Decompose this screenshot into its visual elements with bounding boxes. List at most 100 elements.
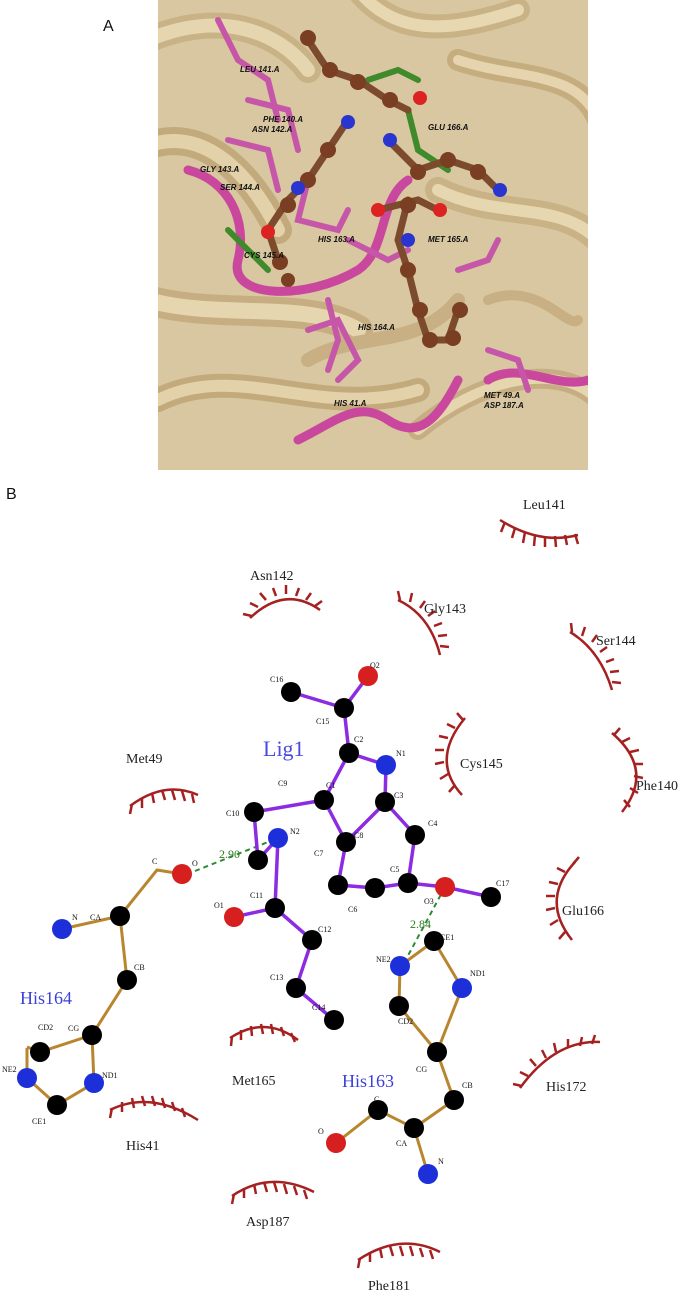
lbl-c14: C14 xyxy=(312,1003,325,1012)
label-cys145-2d: Cys145 xyxy=(460,757,503,772)
atom-his163-ce1 xyxy=(424,931,444,951)
atom-his163-cb xyxy=(444,1090,464,1110)
arc-asn142 xyxy=(242,585,323,619)
label-ser144: SER 144.A xyxy=(220,183,260,192)
label-cys145: CYS 145.A xyxy=(244,251,284,260)
atom-c14 xyxy=(324,1010,344,1030)
atom-c12 xyxy=(302,930,322,950)
label-his163: HIS 163.A xyxy=(318,235,355,244)
ligand-atoms xyxy=(261,30,507,348)
his163-atom-labels: NE2 CE1 ND1 CD2 CG CB C CA O N xyxy=(318,933,486,1166)
hbonds xyxy=(194,837,446,964)
lbl-c3: C3 xyxy=(394,791,403,800)
lbl-his164-ca: CA xyxy=(90,913,101,922)
lbl-his163-cg: CG xyxy=(416,1065,427,1074)
label-his164: HIS 164.A xyxy=(358,323,395,332)
lbl-c10: C10 xyxy=(226,809,239,818)
atom-c13 xyxy=(286,978,306,998)
arc-met49 xyxy=(128,788,199,815)
ligand-atom-labels: C16 O2 C15 C2 N1 C9 C1 C3 C10 C8 C4 N2 C… xyxy=(214,661,509,1012)
lbl-his164-n: N xyxy=(72,913,78,922)
label-leu141: LEU 141.A xyxy=(240,65,280,74)
lbl-his164-nd1: ND1 xyxy=(102,1071,118,1080)
lbl-c4: C4 xyxy=(428,819,437,828)
panel-b-label: B xyxy=(6,486,17,503)
lbl-c13: C13 xyxy=(270,973,283,982)
lbl-c12: C12 xyxy=(318,925,331,934)
ligplot-diagram: Leu141 Asn142 Gly143 Ser144 Cys145 Phe14… xyxy=(2,498,678,1294)
label-ser144-2d: Ser144 xyxy=(596,634,636,649)
ligand-atoms-2d xyxy=(224,666,501,1030)
arc-leu141 xyxy=(499,518,580,548)
atom-his164-n xyxy=(52,919,72,939)
lbl-c15: C15 xyxy=(316,717,329,726)
label-his41-2d: His41 xyxy=(126,1139,159,1154)
atom-c1 xyxy=(314,790,334,810)
label-glu166-2d: Glu166 xyxy=(562,904,604,919)
atom-c5 xyxy=(398,873,418,893)
arc-cys145 xyxy=(434,712,466,796)
lbl-his163-ce1: CE1 xyxy=(440,933,454,942)
lbl-c2: C2 xyxy=(354,735,363,744)
label-his163-residue: His163 xyxy=(342,1071,394,1091)
lbl-o2: O2 xyxy=(370,661,380,670)
atom-his163-cg xyxy=(427,1042,447,1062)
hbond-distance-2: 2.84 xyxy=(410,917,431,931)
his164-atom-labels: C O N CA CB CG CD2 ND1 NE2 CE1 xyxy=(2,857,198,1126)
arc-glu166 xyxy=(545,856,580,941)
lbl-his164-o: O xyxy=(192,859,198,868)
lbl-his163-ne2: NE2 xyxy=(376,955,391,964)
label-met165-2d: Met165 xyxy=(232,1074,276,1089)
arc-asp187 xyxy=(230,1180,315,1205)
lbl-c1: C1 xyxy=(326,781,335,790)
label-met49: MET 49.A xyxy=(484,391,520,400)
magenta-backbone xyxy=(183,165,588,445)
atom-his164-nd1 xyxy=(84,1073,104,1093)
label-asp187: ASP 187.A xyxy=(483,401,524,410)
arc-gly143 xyxy=(396,590,450,656)
atom-n1 xyxy=(376,755,396,775)
atom-his164-o xyxy=(172,864,192,884)
arc-his41 xyxy=(108,1095,199,1122)
lbl-c9: C9 xyxy=(278,779,287,788)
lbl-his163-cb: CB xyxy=(462,1081,473,1090)
lbl-his163-o: O xyxy=(318,1127,324,1136)
lbl-c5: C5 xyxy=(390,865,399,874)
atom-n2 xyxy=(268,828,288,848)
arc-phe140 xyxy=(611,727,644,813)
lbl-his163-nd1: ND1 xyxy=(470,969,486,978)
label-leu141-2d: Leu141 xyxy=(523,498,566,513)
atom-c6 xyxy=(365,878,385,898)
his164-atoms xyxy=(17,864,192,1115)
atom-o1 xyxy=(224,907,244,927)
label-his41: HIS 41.A xyxy=(334,399,367,408)
label-met49-2d: Met49 xyxy=(126,752,163,767)
label-phe181-2d: Phe181 xyxy=(368,1279,410,1294)
label-gly143: GLY 143.A xyxy=(200,165,240,174)
lbl-c8: C8 xyxy=(354,831,363,840)
atom-his164-cg xyxy=(82,1025,102,1045)
lbl-his163-c: C xyxy=(374,1095,379,1104)
atom-c8 xyxy=(336,832,356,852)
atom-his164-cd2 xyxy=(30,1042,50,1062)
arc-phe181 xyxy=(356,1242,441,1269)
lbl-his164-ne2: NE2 xyxy=(2,1065,17,1074)
arc-met165 xyxy=(229,1023,299,1047)
lbl-c16: C16 xyxy=(270,675,283,684)
label-asn142-2d: Asn142 xyxy=(250,569,294,584)
lbl-his163-ca: CA xyxy=(396,1139,407,1148)
lbl-o1: O1 xyxy=(214,901,224,910)
residue-labels-3d: LEU 141.A PHE 140.A ASN 142.A GLU 166.A … xyxy=(200,65,524,410)
ligand-name: Lig1 xyxy=(263,736,305,761)
label-gly143-2d: Gly143 xyxy=(424,602,466,617)
lbl-his163-n: N xyxy=(438,1157,444,1166)
lbl-n1: N1 xyxy=(396,749,406,758)
label-glu166: GLU 166.A xyxy=(428,123,469,132)
lbl-n2: N2 xyxy=(290,827,300,836)
hydrophobic-arcs xyxy=(108,518,644,1269)
atom-c10 xyxy=(248,850,268,870)
arc-ser144 xyxy=(569,622,622,691)
hbond-his164-n2 xyxy=(194,837,279,872)
lbl-his164-cd2: CD2 xyxy=(38,1023,53,1032)
label-asn142: ASN 142.A xyxy=(251,125,293,134)
